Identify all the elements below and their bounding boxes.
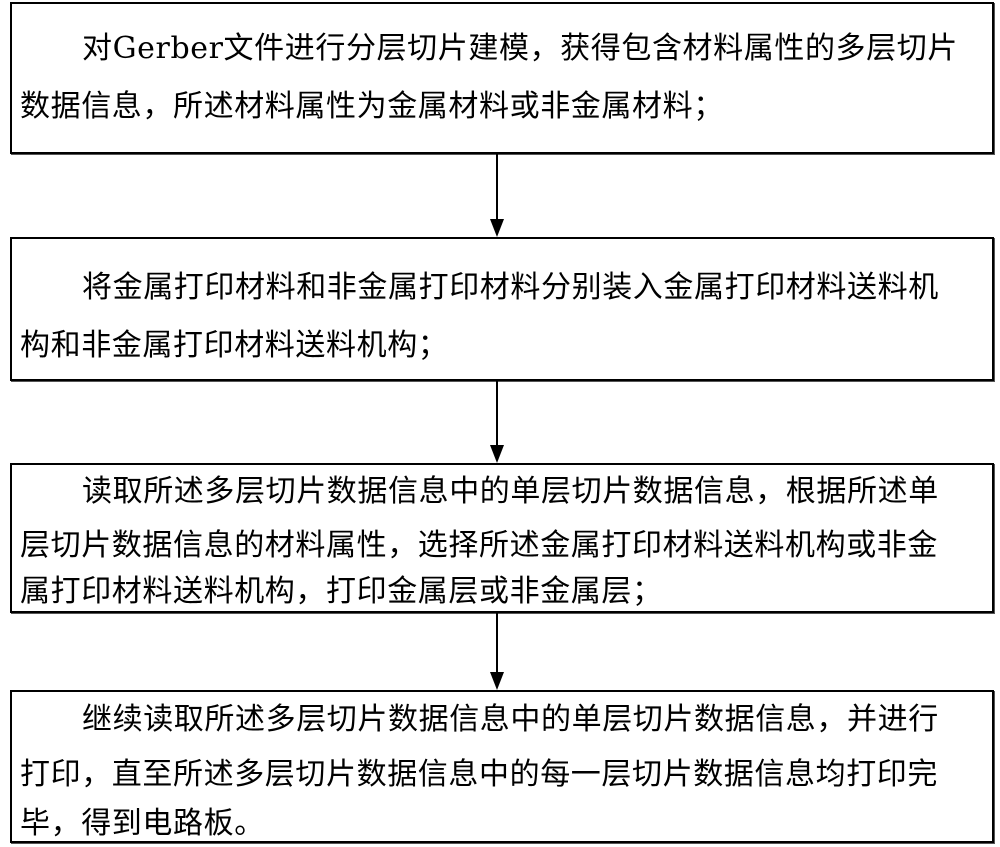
step-4-box: 继续读取所述多层切片数据信息中的单层切片数据信息，并进行 打印，直至所述多层切片…: [10, 690, 994, 843]
step-4-line-3: 毕，得到电路板。: [20, 806, 265, 841]
step-2-box: 将金属打印材料和非金属打印材料分别装入金属打印材料送料机 构和非金属打印材料送料…: [10, 237, 994, 381]
arrow-3-to-4: [496, 613, 498, 673]
step-3-line-3: 属打印材料送料机构，打印金属层或非金属层；: [20, 574, 663, 609]
step-4-line-2: 打印，直至所述多层切片数据信息中的每一层切片数据信息均打印完: [20, 757, 938, 792]
step-3-line-1: 读取所述多层切片数据信息中的单层切片数据信息，根据所述单: [82, 474, 939, 509]
step-2-line-2: 构和非金属打印材料送料机构；: [20, 328, 449, 363]
step-1-line-2: 数据信息，所述材料属性为金属材料或非金属材料；: [20, 89, 724, 124]
arrow-head-icon: [490, 672, 504, 690]
step-3-line-2: 层切片数据信息的材料属性，选择所述金属打印材料送料机构或非金: [20, 528, 938, 563]
step-1-line-1: 对Gerber文件进行分层切片建模，获得包含材料属性的多层切片: [82, 31, 958, 66]
arrow-1-to-2: [496, 154, 498, 220]
arrow-head-icon: [490, 445, 504, 463]
step-4-line-1: 继续读取所述多层切片数据信息中的单层切片数据信息，并进行: [82, 702, 939, 737]
step-3-box: 读取所述多层切片数据信息中的单层切片数据信息，根据所述单 层切片数据信息的材料属…: [10, 463, 994, 613]
step-2-line-1: 将金属打印材料和非金属打印材料分别装入金属打印材料送料机: [82, 270, 939, 305]
arrow-head-icon: [490, 219, 504, 237]
arrow-2-to-3: [496, 381, 498, 446]
step-1-box: 对Gerber文件进行分层切片建模，获得包含材料属性的多层切片 数据信息，所述材…: [10, 2, 994, 154]
